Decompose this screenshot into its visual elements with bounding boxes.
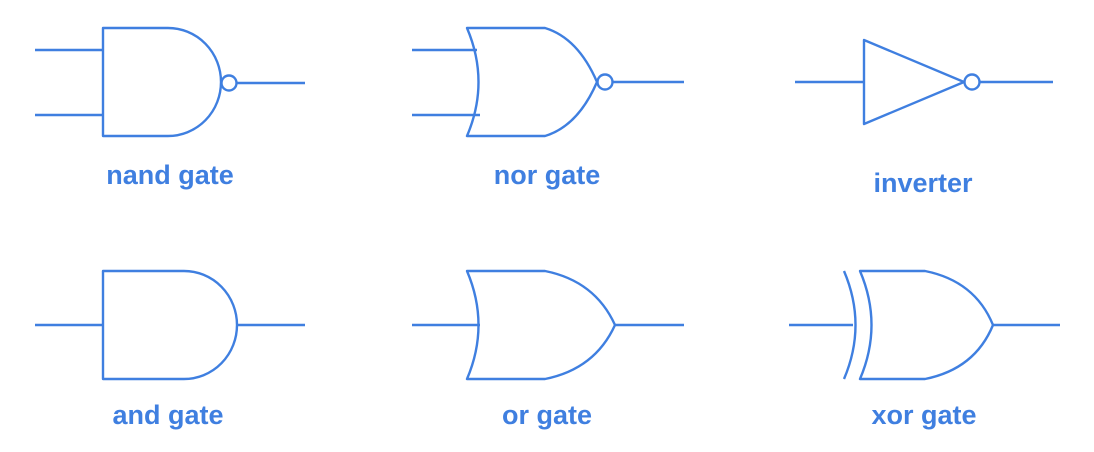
nand-gate-label: nand gate <box>106 160 234 190</box>
inverter-symbol <box>795 38 1053 126</box>
xor-gate-label: xor gate <box>871 400 977 430</box>
or-gate-label: or gate <box>501 400 593 430</box>
nand-gate-symbol <box>35 26 305 138</box>
inverter-output-bubble <box>963 73 981 91</box>
nor-output-bubble <box>596 73 614 91</box>
or-body <box>465 269 617 381</box>
xor-extra-curve <box>842 270 857 380</box>
nor-body <box>465 26 599 138</box>
nor-gate-symbol <box>412 26 684 138</box>
nor-gate-label: nor gate <box>493 160 601 190</box>
or-gate-symbol <box>412 269 684 381</box>
nand-output-bubble <box>220 74 238 92</box>
inverter-body <box>862 38 966 126</box>
xor-body <box>858 269 995 381</box>
inverter-label: inverter <box>873 168 973 198</box>
and-body <box>101 269 239 381</box>
and-gate-label: and gate <box>112 400 224 430</box>
nand-body <box>101 26 223 138</box>
xor-gate-symbol <box>789 269 1060 381</box>
and-gate-symbol <box>35 269 305 381</box>
